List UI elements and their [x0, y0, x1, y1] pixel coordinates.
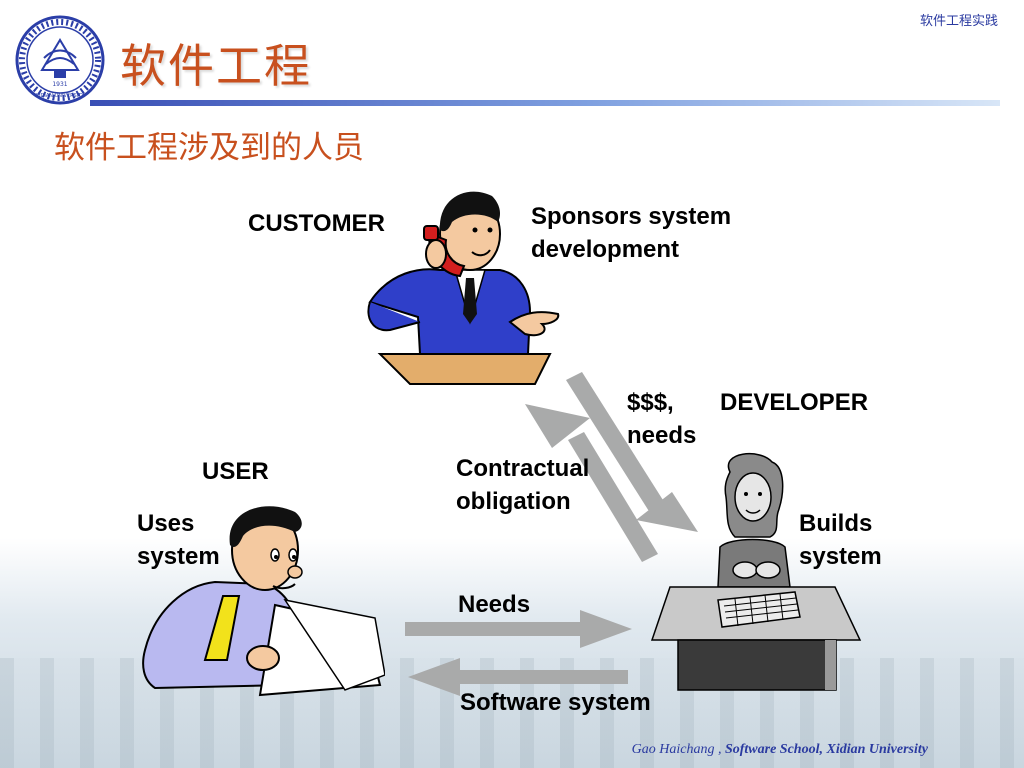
- page-title: 软件工程: [120, 39, 312, 93]
- slide-subtitle: 软件工程涉及到的人员: [54, 130, 364, 166]
- svg-text:1931: 1931: [52, 81, 67, 88]
- contractual-obligation-arrow: [525, 404, 658, 562]
- user-title: USER: [202, 458, 269, 485]
- software-system-arrow: [408, 658, 628, 696]
- customer-title: CUSTOMER: [248, 210, 385, 237]
- contractual-obligation-label: Contractual obligation: [456, 455, 590, 515]
- course-tag: 软件工程实践: [919, 14, 998, 29]
- software-system-label: Software system: [460, 689, 651, 716]
- customer-illustration: [367, 191, 560, 385]
- svg-text:XIDIAN UNIVERSITY: XIDIAN UNIVERSITY: [36, 93, 86, 99]
- developer-description: Builds system: [799, 510, 882, 570]
- flow-arrows: [405, 372, 698, 696]
- money-needs-arrow: [566, 372, 698, 532]
- user-illustration: [142, 506, 385, 697]
- customer-description: Sponsors system development: [531, 203, 732, 263]
- title-divider: [90, 100, 1000, 106]
- developer-title: DEVELOPER: [720, 389, 869, 416]
- user-description: Uses system: [137, 510, 220, 570]
- footer-credit: Gao Haichang , Software School, Xidian U…: [631, 742, 928, 757]
- money-needs-label: $$$, needs: [627, 389, 697, 449]
- developer-illustration: [650, 453, 862, 691]
- needs-arrow: [405, 610, 632, 648]
- university-logo: 1931 XIDIAN UNIVERSITY: [15, 15, 105, 105]
- needs-label: Needs: [458, 591, 531, 618]
